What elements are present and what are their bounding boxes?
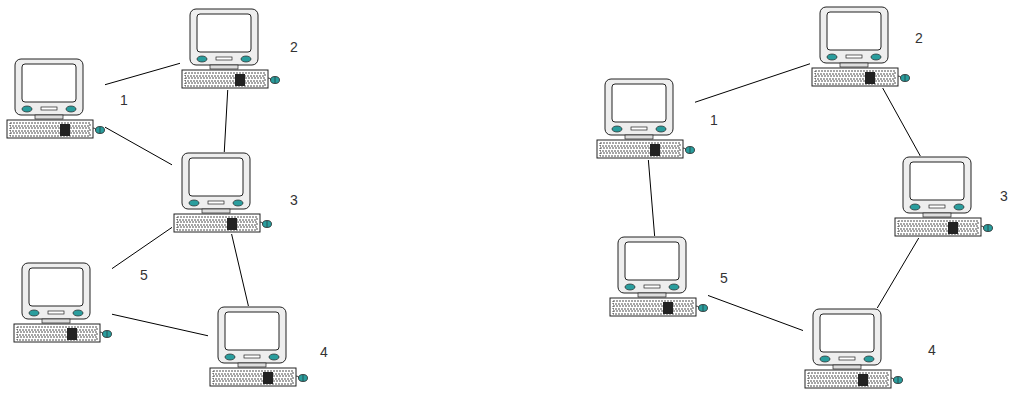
computer-icon — [893, 156, 993, 238]
computer-node: 4 — [208, 306, 308, 388]
computer-icon — [803, 308, 903, 390]
network-link — [648, 160, 654, 236]
computer-icon — [608, 236, 708, 318]
computer-node: 2 — [180, 8, 280, 90]
computer-icon — [595, 78, 695, 160]
computer-node: 5 — [608, 236, 708, 318]
computer-icon — [12, 262, 112, 344]
computer-number: 1 — [120, 92, 128, 108]
network-link — [105, 63, 180, 84]
computer-number: 4 — [320, 344, 328, 360]
computer-node: 3 — [172, 152, 272, 234]
computer-number: 4 — [928, 342, 936, 358]
computer-node: 1 — [5, 58, 105, 140]
network-link — [224, 90, 227, 152]
computer-number: 2 — [290, 39, 298, 55]
computer-number: 3 — [1000, 188, 1008, 204]
network-link — [877, 238, 918, 308]
computer-icon — [180, 8, 280, 90]
network-link — [112, 227, 172, 268]
computer-number: 2 — [915, 30, 923, 46]
computer-node: 4 — [803, 308, 903, 390]
computer-node: 3 — [893, 156, 993, 238]
computer-icon — [810, 6, 910, 88]
network-link — [105, 127, 172, 165]
computer-icon — [172, 152, 272, 234]
network-link — [708, 295, 803, 330]
computer-number: 1 — [710, 112, 718, 128]
computer-icon — [5, 58, 105, 140]
computer-icon — [208, 306, 308, 388]
computer-number: 3 — [290, 192, 298, 208]
network-link — [883, 88, 921, 156]
computer-number: 5 — [140, 267, 148, 283]
computer-node: 2 — [810, 6, 910, 88]
computer-node: 5 — [12, 262, 112, 344]
computer-node: 1 — [595, 78, 695, 160]
network-link — [695, 64, 810, 103]
network-link — [232, 234, 249, 306]
computer-number: 5 — [720, 270, 728, 286]
network-link — [112, 314, 208, 336]
